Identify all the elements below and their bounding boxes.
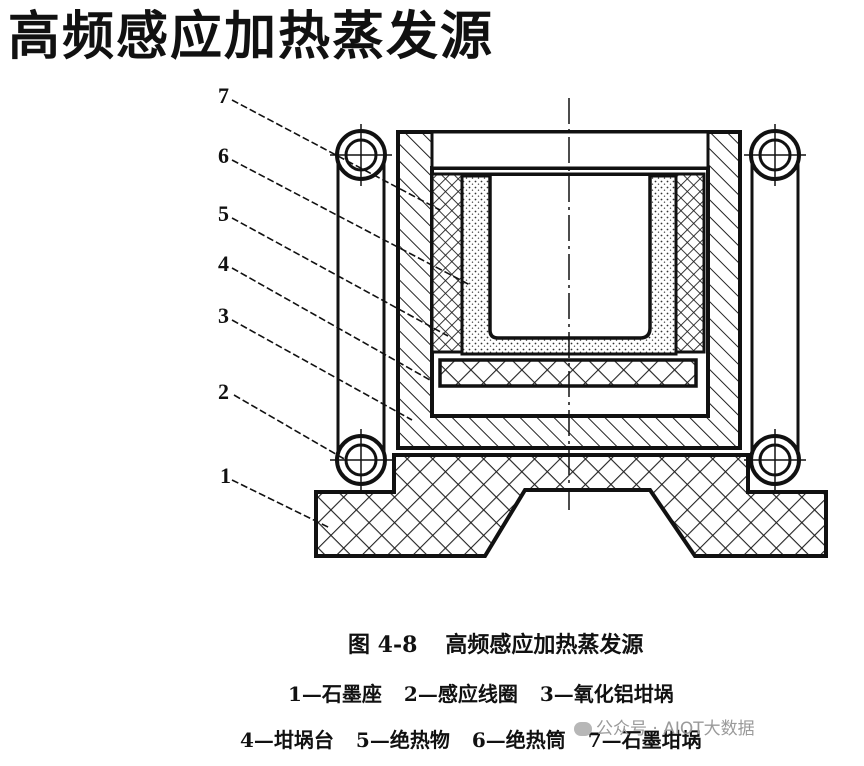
label-7: 7 (218, 83, 229, 108)
figure-number: 图 4-8 (348, 632, 418, 658)
label-2: 2 (218, 379, 229, 404)
legend-item-5: 5—绝热物 (355, 728, 450, 752)
legend-item-4: 4—坩埚台 (240, 728, 334, 752)
label-1: 1 (220, 463, 231, 488)
legend-item-1: 1—石墨座 (288, 682, 382, 706)
watermark: 公众号 · AIOT大数据 (574, 718, 755, 740)
crucible-stand (438, 358, 698, 388)
legend-item-3: 3—氧化铝坩埚 (539, 682, 674, 706)
legend-row-1: 1—石墨座 2—感应线圈 3—氧化铝坩埚 (288, 680, 674, 708)
label-3: 3 (218, 303, 229, 328)
graphite-base (314, 453, 828, 558)
wechat-icon (574, 722, 592, 736)
leader-lines (231, 99, 471, 529)
label-6: 6 (218, 143, 229, 168)
page-title: 高频感应加热蒸发源 (8, 7, 495, 67)
legend-item-6: 6—绝热筒 (471, 728, 566, 752)
figure-caption-text: 高频感应加热蒸发源 (445, 632, 644, 658)
legend-row-2: 4—坩埚台 5—绝热物 6—绝热筒 7—石墨坩埚 (240, 726, 702, 754)
graphite-crucible (488, 176, 652, 340)
figure-caption: 图 4-8 高频感应加热蒸发源 (348, 630, 643, 660)
watermark-text: 公众号 · AIOT大数据 (596, 719, 755, 739)
legend-item-7: 7—石墨坩埚 (587, 728, 702, 752)
label-4: 4 (218, 251, 229, 276)
induction-coil (330, 124, 806, 491)
label-5: 5 (218, 201, 229, 226)
legend-item-2: 2—感应线圈 (403, 682, 518, 706)
